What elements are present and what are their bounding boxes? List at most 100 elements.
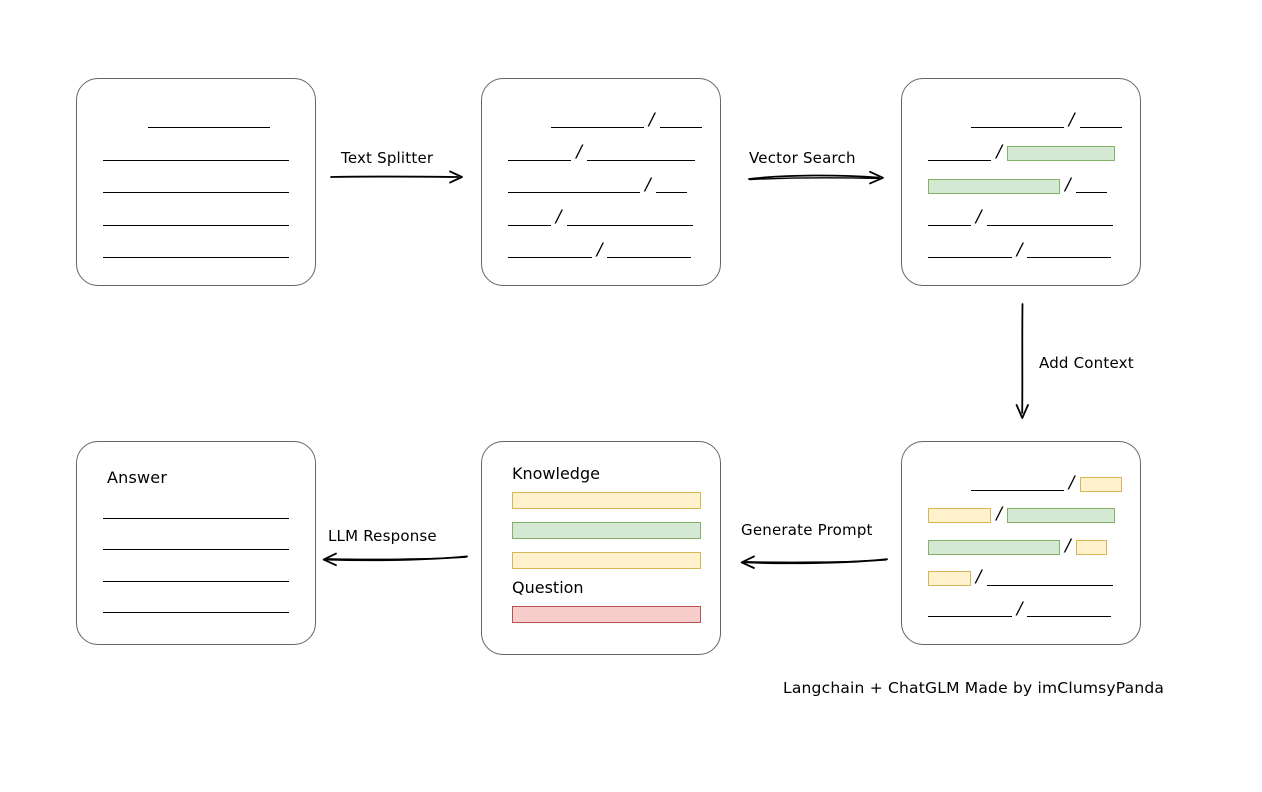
connector-llm-response (322, 549, 468, 567)
connector-text-splitter (330, 168, 468, 186)
text-line-segment (103, 611, 289, 613)
chunk-separator: / (1065, 174, 1071, 195)
connector-vector-search (748, 168, 889, 186)
document-line (103, 178, 289, 194)
text-line-segment (928, 257, 1012, 258)
text-line-segment (508, 192, 641, 193)
document-line: / (928, 109, 1123, 130)
document-line: / (928, 239, 1114, 260)
document-line: / (928, 504, 1115, 524)
document-line: / (928, 209, 1114, 227)
arrow-right-icon (748, 170, 884, 185)
node-prompt[interactable]: Knowledge Question (481, 441, 721, 655)
text-line-segment (566, 224, 693, 226)
credit-text: Langchain + ChatGLM Made by imClumsyPand… (783, 679, 1165, 697)
highlighted-chunk[interactable] (1006, 146, 1115, 161)
split-document-lines: / / / / / (508, 111, 703, 260)
chunk-separator: / (596, 239, 603, 260)
document-line: / (928, 567, 1114, 587)
text-line-segment (655, 192, 688, 193)
document-line: / (928, 535, 1114, 556)
document-line: / (508, 239, 694, 260)
arrow-down-icon (1015, 303, 1029, 419)
chunk-separator: / (1016, 239, 1023, 260)
document-line: / (508, 111, 703, 129)
prompt-bar[interactable] (512, 522, 701, 539)
line-indent (928, 484, 971, 485)
document-line (103, 535, 289, 551)
question-label: Question (512, 578, 584, 597)
text-line-segment (986, 224, 1113, 226)
prompt-bar[interactable] (512, 606, 701, 623)
text-line-segment (103, 224, 289, 226)
highlighted-chunk[interactable] (928, 508, 992, 523)
connector-generate-prompt-label: Generate Prompt (741, 521, 873, 539)
document-line: / (928, 598, 1114, 619)
connector-add-context-label: Add Context (1039, 354, 1134, 372)
highlighted-chunk[interactable] (1006, 508, 1115, 523)
text-line-segment (586, 159, 695, 161)
node-answer[interactable]: Answer (76, 441, 316, 645)
text-line-segment (970, 127, 1064, 128)
node-context-document[interactable]: / / / / / (901, 441, 1141, 645)
node-split-document[interactable]: / / / / / (481, 78, 721, 286)
text-line-segment (103, 549, 289, 551)
prompt-bar[interactable] (512, 552, 701, 569)
document-line (103, 598, 289, 614)
context-document-lines: / / / / / (928, 472, 1123, 619)
text-line-segment (986, 584, 1113, 586)
chunk-separator: / (975, 567, 982, 587)
text-line-segment (1075, 192, 1108, 193)
line-indent (103, 121, 148, 122)
text-line-segment (550, 127, 644, 128)
chunk-separator: / (1016, 598, 1023, 619)
chunk-separator: / (555, 207, 562, 227)
prompt-body: Knowledge Question (508, 464, 701, 632)
highlighted-chunk[interactable] (928, 178, 1061, 194)
chunk-separator: / (576, 142, 582, 162)
highlighted-chunk[interactable] (928, 571, 971, 586)
text-line-segment (508, 159, 572, 161)
source-document-lines (103, 113, 289, 259)
chunk-separator: / (1068, 109, 1075, 130)
text-line-segment (1027, 616, 1112, 617)
text-line-segment (1079, 127, 1123, 128)
document-line: / (508, 207, 694, 227)
document-line (103, 211, 289, 227)
text-line-segment (928, 616, 1012, 617)
chunk-separator: / (1065, 535, 1071, 556)
chunk-separator: / (645, 174, 651, 195)
text-line-segment (103, 580, 289, 582)
text-line-segment (1027, 257, 1112, 258)
chunk-separator: / (1068, 472, 1075, 493)
highlighted-chunk[interactable] (1079, 476, 1123, 492)
connector-llm-response-label: LLM Response (328, 527, 437, 545)
connector-generate-prompt (740, 552, 888, 570)
chunk-separator: / (996, 142, 1002, 162)
matched-document-lines: / / / / / (928, 109, 1123, 260)
connector-add-context (1012, 303, 1034, 421)
text-line-segment (103, 518, 289, 519)
document-line (103, 504, 289, 520)
highlighted-chunk[interactable] (928, 539, 1061, 555)
text-line-segment (103, 192, 289, 193)
connector-vector-search-label: Vector Search (749, 149, 856, 167)
document-line (103, 146, 289, 162)
document-line (103, 243, 289, 259)
answer-title: Answer (107, 468, 168, 487)
line-indent (508, 121, 551, 122)
highlighted-chunk[interactable] (1075, 539, 1108, 555)
node-source-document[interactable] (76, 78, 316, 286)
text-line-segment (659, 127, 703, 128)
arrow-right-icon (330, 170, 463, 184)
knowledge-label: Knowledge (512, 464, 600, 483)
prompt-bar[interactable] (512, 492, 701, 509)
document-line: / (928, 472, 1123, 493)
node-matched-document[interactable]: / / / / / (901, 78, 1141, 286)
text-line-segment (147, 127, 271, 128)
question-bars (508, 606, 701, 623)
arrow-left-icon (740, 555, 888, 569)
chunk-separator: / (996, 504, 1002, 524)
text-line-segment (508, 257, 592, 258)
line-indent (928, 121, 971, 122)
